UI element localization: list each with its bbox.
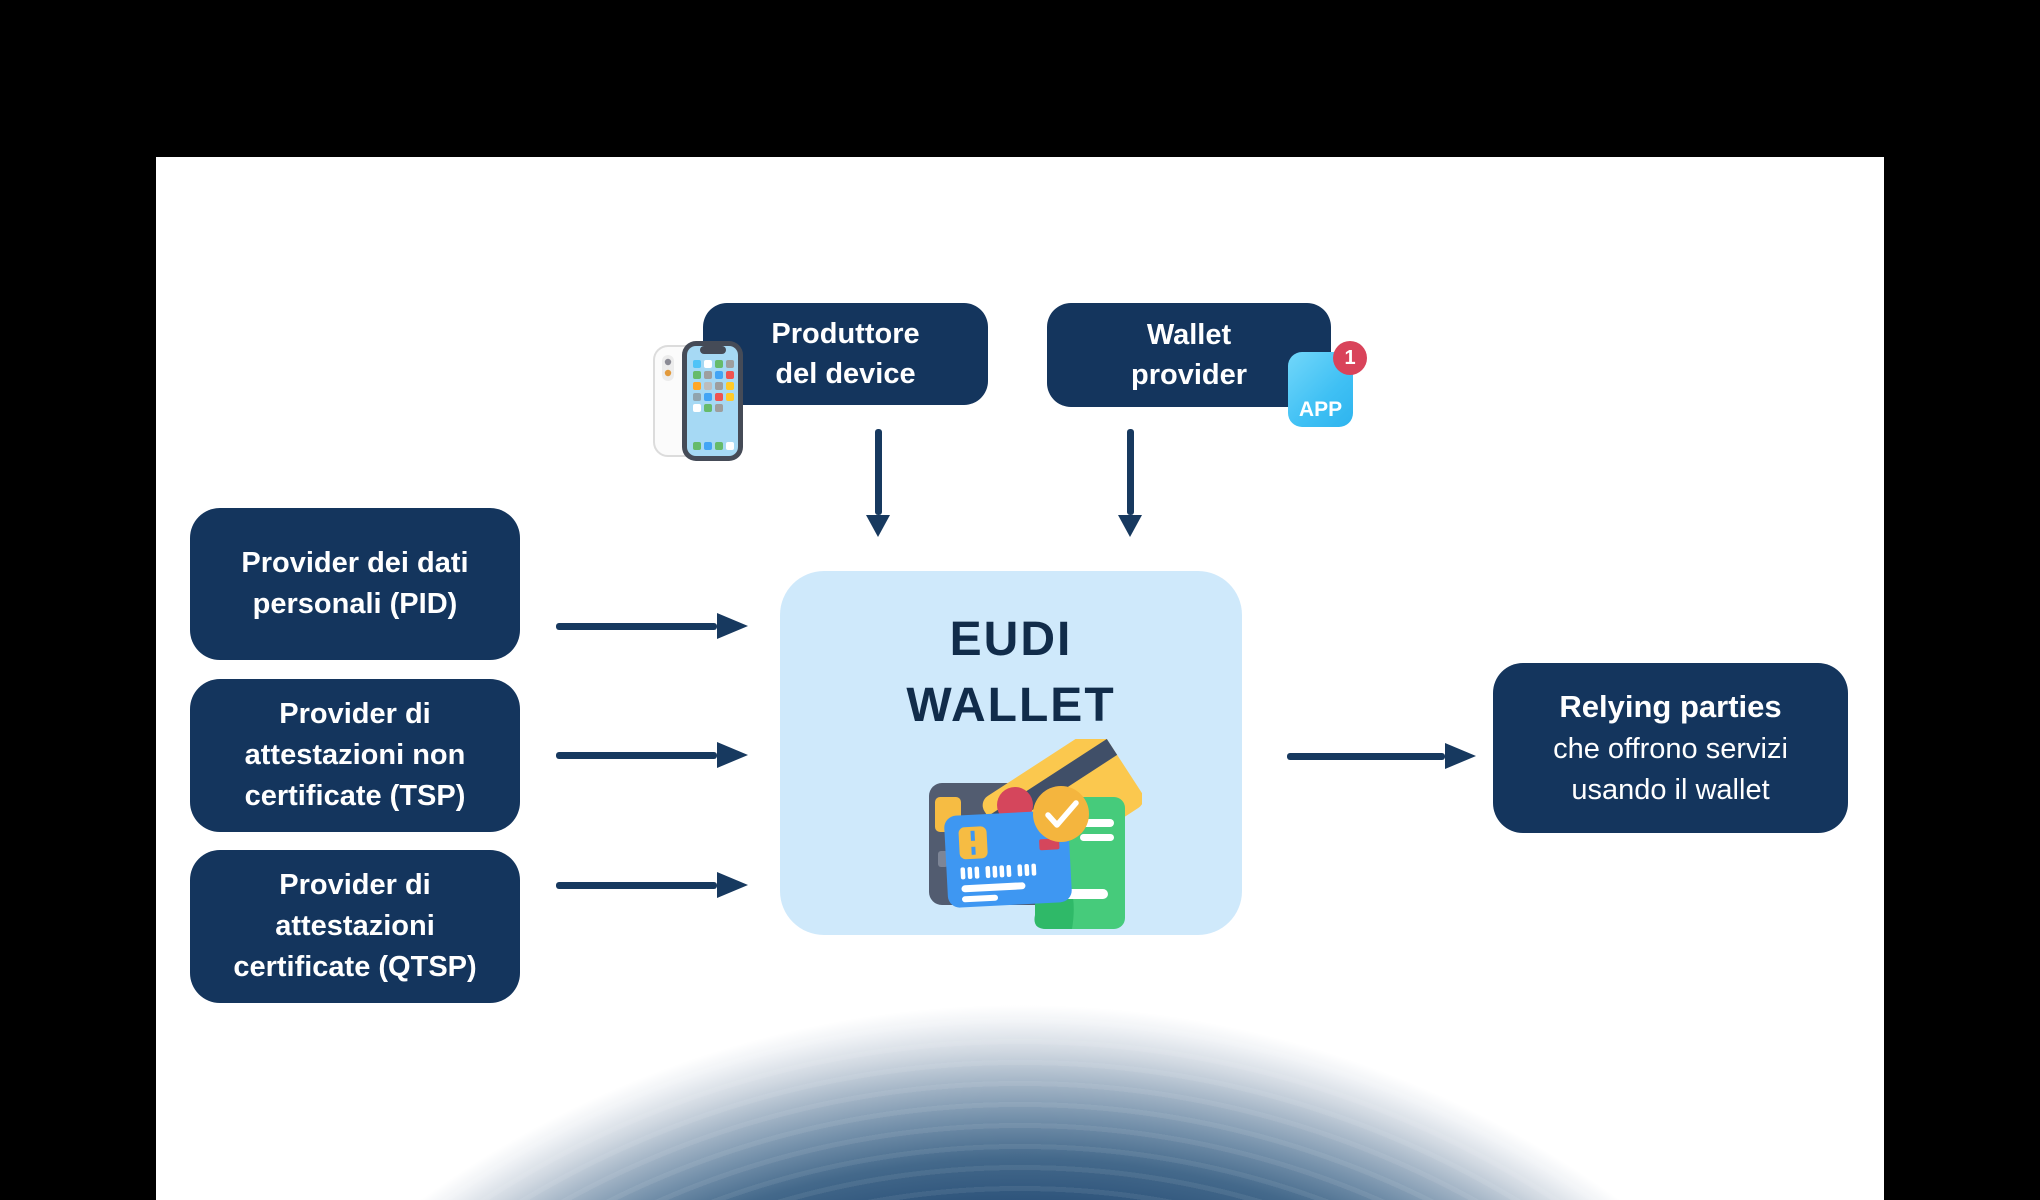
arrow-head-down-icon [1118, 515, 1142, 537]
eudi-wallet-box: EUDI WALLET [780, 571, 1242, 935]
arrow-line [556, 623, 717, 630]
qtsp-provider-box: Provider di attestazioni certificate (QT… [190, 850, 520, 1003]
arrow-head-down-icon [866, 515, 890, 537]
flow-arrow-pid-to-wallet [556, 613, 748, 639]
flow-arrow-tsp-to-wallet [556, 742, 748, 768]
app-store-icon: APP 1 [1288, 341, 1367, 427]
wallet-provider-label: Wallet provider [1130, 319, 1248, 391]
notification-badge: 1 [1333, 341, 1367, 375]
pid-provider-label: Provider dei dati personali (PID) [241, 547, 469, 620]
presentation-slide: Produttore del device [156, 157, 1884, 1200]
relying-parties-title: Relying parties [1559, 689, 1782, 724]
pid-provider-box: Provider dei dati personali (PID) [190, 508, 520, 660]
arrow-line [556, 752, 717, 759]
device-producer-label: Produttore del device [771, 318, 920, 390]
tsp-provider-label: Provider di attestazioni non certificate… [244, 698, 466, 812]
flow-arrow-device-to-wallet [866, 429, 890, 537]
arrow-line [874, 429, 882, 515]
arrow-line [1126, 429, 1134, 515]
relying-parties-subtitle: che offrono servizi usando il wallet [1553, 733, 1788, 806]
device-producer-box: Produttore del device [703, 303, 988, 405]
wallet-provider-box: Wallet provider [1047, 303, 1331, 407]
arrow-line [1287, 753, 1445, 760]
flow-arrow-qtsp-to-wallet [556, 872, 748, 898]
arrow-head-right-icon [717, 742, 748, 768]
eudi-wallet-title: EUDI WALLET [906, 613, 1116, 732]
badge-count: 1 [1344, 346, 1356, 369]
arrow-line [556, 882, 717, 889]
arrow-head-right-icon [717, 872, 748, 898]
tsp-provider-box: Provider di attestazioni non certificate… [190, 679, 520, 832]
flow-arrow-wallet-to-relying-parties [1287, 743, 1479, 769]
smartphone-icon [652, 340, 744, 462]
relying-parties-box: Relying parties che offrono servizi usan… [1493, 663, 1848, 833]
arrow-head-right-icon [717, 613, 748, 639]
arrow-head-right-icon [1445, 743, 1476, 769]
credit-cards-icon [922, 728, 1144, 935]
app-icon-label: APP [1298, 398, 1343, 421]
qtsp-provider-label: Provider di attestazioni certificate (QT… [233, 869, 477, 983]
flow-arrow-provider-to-wallet [1118, 429, 1142, 537]
